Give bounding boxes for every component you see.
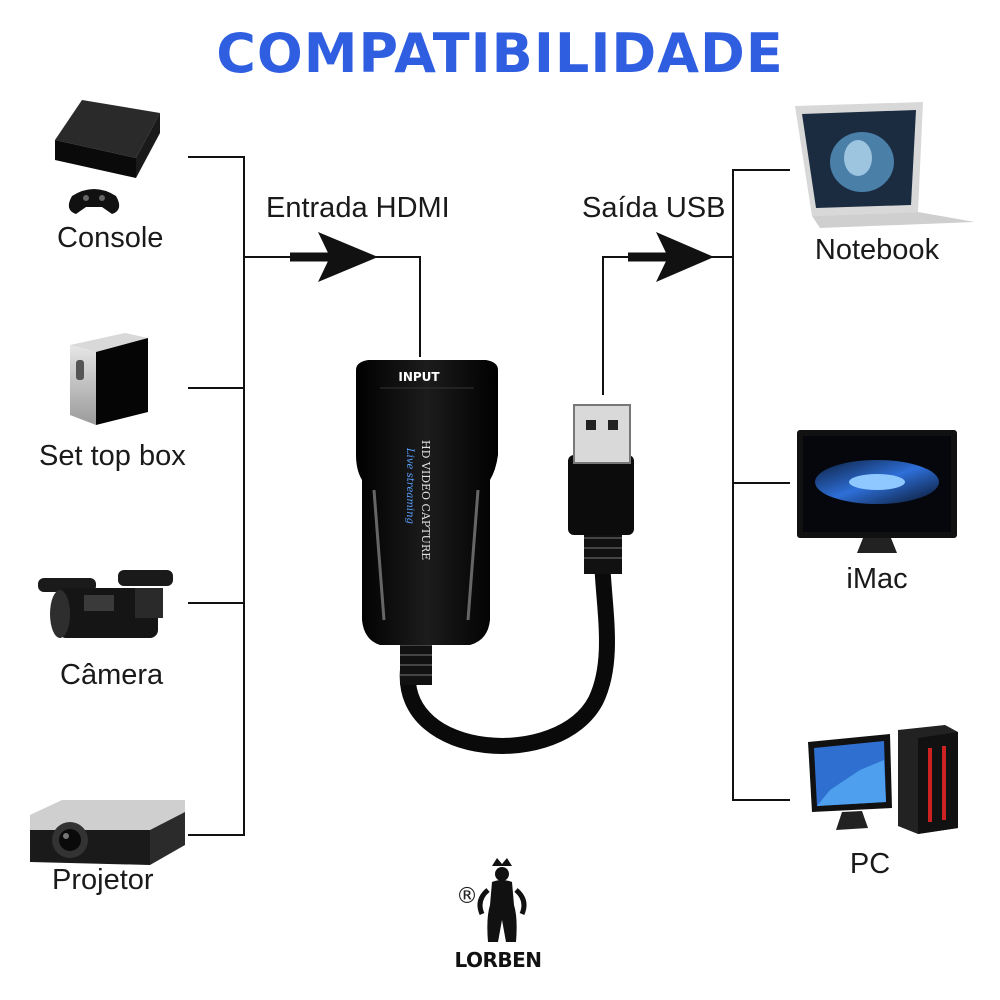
device-label-notebook: Notebook (814, 234, 940, 266)
device-label-projector: Projetor (52, 864, 154, 896)
brand-name: LORBEN (454, 948, 542, 972)
set-top-box-icon (70, 333, 148, 425)
imac-icon (797, 430, 957, 553)
device-label-set-top-box: Set top box (39, 440, 186, 472)
lorben-logo (477, 858, 527, 942)
page-title: COMPATIBILIDADE (216, 22, 784, 85)
hdmi-capture-adapter: INPUT HD VIDEO CAPTURE Live streaming (356, 360, 634, 754)
usb-output-label: Saída USB (582, 192, 726, 224)
console-icon (55, 100, 160, 214)
device-label-console: Console (57, 222, 164, 254)
pc-icon (808, 725, 958, 834)
output-arrow-icon (628, 232, 714, 282)
device-label-imac: iMac (846, 563, 908, 595)
projector-icon (30, 800, 185, 865)
adapter-printed-text: HD VIDEO CAPTURE (419, 440, 432, 560)
device-label-pc: PC (849, 848, 891, 880)
hdmi-input-label: Entrada HDMI (266, 192, 450, 224)
adapter-port-label: INPUT (398, 370, 440, 384)
camera-icon (38, 570, 173, 638)
notebook-icon (795, 102, 975, 228)
input-arrow-icon (290, 232, 378, 282)
adapter-printed-subtext: Live streaming (404, 447, 415, 524)
device-label-camera: Câmera (60, 659, 164, 691)
registered-mark: ® (456, 884, 478, 909)
